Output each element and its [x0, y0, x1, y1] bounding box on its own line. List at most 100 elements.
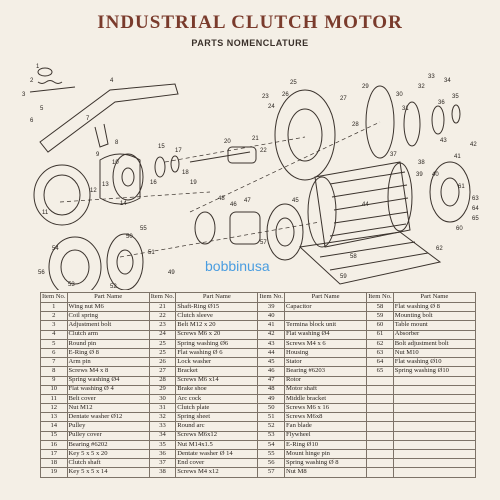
item-number-cell: 21: [148, 301, 177, 313]
part-name-cell: Screws M4 x 6: [283, 338, 368, 349]
pulley-cover: [99, 153, 141, 205]
item-number-cell: 37: [148, 458, 177, 469]
table-mount: [298, 231, 442, 285]
clutch-arm: [39, 83, 179, 153]
part-name-cell: Flat washing Ø4: [283, 329, 368, 340]
part-name-cell: Key 5 x 5 x 14: [66, 467, 150, 478]
diagram-drawing: 1 2 3 4 5 6 7 8 9 10 11 12 13 14 15 16 1…: [22, 64, 479, 290]
callout-32: 32: [418, 84, 425, 90]
item-number-cell: 57: [257, 467, 285, 478]
item-number-cell: 4: [40, 329, 68, 340]
callout-42: 42: [470, 142, 477, 148]
item-number-cell: 13: [40, 412, 68, 423]
callout-61: 61: [458, 184, 465, 190]
item-number-cell: 38: [148, 467, 177, 478]
callout-28: 28: [352, 122, 359, 128]
item-number-cell: 29: [148, 384, 177, 395]
pulley: [112, 153, 144, 201]
item-number-cell: [366, 458, 394, 469]
part-name-cell: Table mount: [392, 320, 477, 331]
part-name-cell: Round arc: [175, 421, 259, 432]
end-cover: [365, 85, 395, 159]
col-item-no-4: Item No.: [366, 292, 394, 303]
item-number-cell: 63: [366, 347, 394, 359]
item-number-cell: 25: [148, 347, 177, 359]
part-name-cell: Pulley: [66, 421, 150, 432]
part-name-cell: Arm pin: [66, 357, 150, 368]
part-name-cell: Spring washing Ø4: [66, 375, 150, 386]
item-number-cell: 58: [366, 301, 394, 313]
callout-17: 17: [175, 148, 182, 154]
part-name-cell: Brake shoe: [175, 384, 259, 395]
col-item-no-3: Item No.: [257, 292, 285, 303]
part-name-cell: [392, 421, 477, 432]
coil-spring: [37, 80, 63, 84]
part-name-cell: Screws M6x8: [283, 412, 368, 423]
item-number-cell: 19: [40, 467, 68, 478]
callout-4: 4: [110, 78, 114, 84]
item-number-cell: 39: [257, 301, 285, 313]
part-name-cell: E-Ring Ø10: [283, 439, 368, 451]
callout-8: 8: [115, 140, 119, 146]
item-number-cell: 43: [257, 338, 285, 349]
callout-21: 21: [252, 136, 259, 142]
exploded-view-diagram: 1 2 3 4 5 6 7 8 9 10 11 12 13 14 15 16 1…: [0, 52, 500, 290]
callout-39: 39: [416, 172, 423, 178]
part-name-cell: Nut M10: [392, 347, 477, 359]
item-number-cell: [366, 467, 394, 478]
part-name-cell: Screws M6 x 20: [175, 329, 259, 340]
item-number-cell: 26: [148, 357, 177, 368]
item-number-cell: [366, 375, 394, 386]
callout-34: 34: [444, 78, 451, 84]
item-number-cell: 32: [148, 412, 177, 423]
part-name-cell: Stator: [283, 357, 368, 368]
part-name-cell: Flat washing Ø10: [392, 357, 477, 368]
part-name-cell: Mount hinge pin: [283, 448, 368, 460]
callout-23: 23: [262, 94, 269, 100]
callout-13: 13: [102, 182, 109, 188]
part-name-cell: Flywheel: [283, 430, 368, 441]
page-subtitle: PARTS NOMENCLATURE: [191, 38, 309, 48]
callout-49: 49: [168, 270, 175, 276]
part-name-cell: Flat washing Ø 8: [392, 301, 477, 313]
callout-37: 37: [390, 152, 397, 158]
callout-31: 31: [402, 106, 409, 112]
callout-51: 51: [148, 250, 155, 256]
part-name-cell: Motor shaft: [283, 384, 368, 395]
item-number-cell: 36: [148, 448, 177, 460]
item-number-cell: 8: [40, 366, 68, 377]
part-name-cell: Belt M12 x 20: [175, 320, 259, 331]
part-name-cell: Spring sheet: [175, 412, 259, 423]
part-name-cell: [392, 412, 477, 423]
part-name-cell: [392, 403, 477, 414]
motor-housing: [314, 161, 411, 248]
part-name-cell: Wing nut M6: [66, 301, 150, 313]
item-number-cell: 30: [148, 393, 177, 405]
callout-43: 43: [440, 138, 447, 144]
parts-table-header: Item No. Part Name Item No. Part Name It…: [40, 292, 477, 303]
part-name-cell: Round pin: [66, 338, 150, 349]
rotor: [229, 211, 261, 245]
item-number-cell: 47: [257, 375, 285, 386]
stator: [266, 203, 304, 261]
callout-50: 50: [126, 234, 133, 240]
item-number-cell: 61: [366, 329, 394, 340]
part-name-cell: Screws M4 x12: [175, 467, 259, 478]
callout-57: 57: [260, 240, 267, 246]
item-number-cell: 7: [40, 357, 68, 368]
part-name-cell: Housing: [283, 347, 368, 359]
col-part-name-4: Part Name: [392, 292, 477, 303]
callout-55: 55: [140, 226, 147, 232]
callout-2: 2: [30, 78, 34, 84]
clutch-plate: [274, 89, 336, 181]
part-name-cell: Rotor: [283, 375, 368, 386]
